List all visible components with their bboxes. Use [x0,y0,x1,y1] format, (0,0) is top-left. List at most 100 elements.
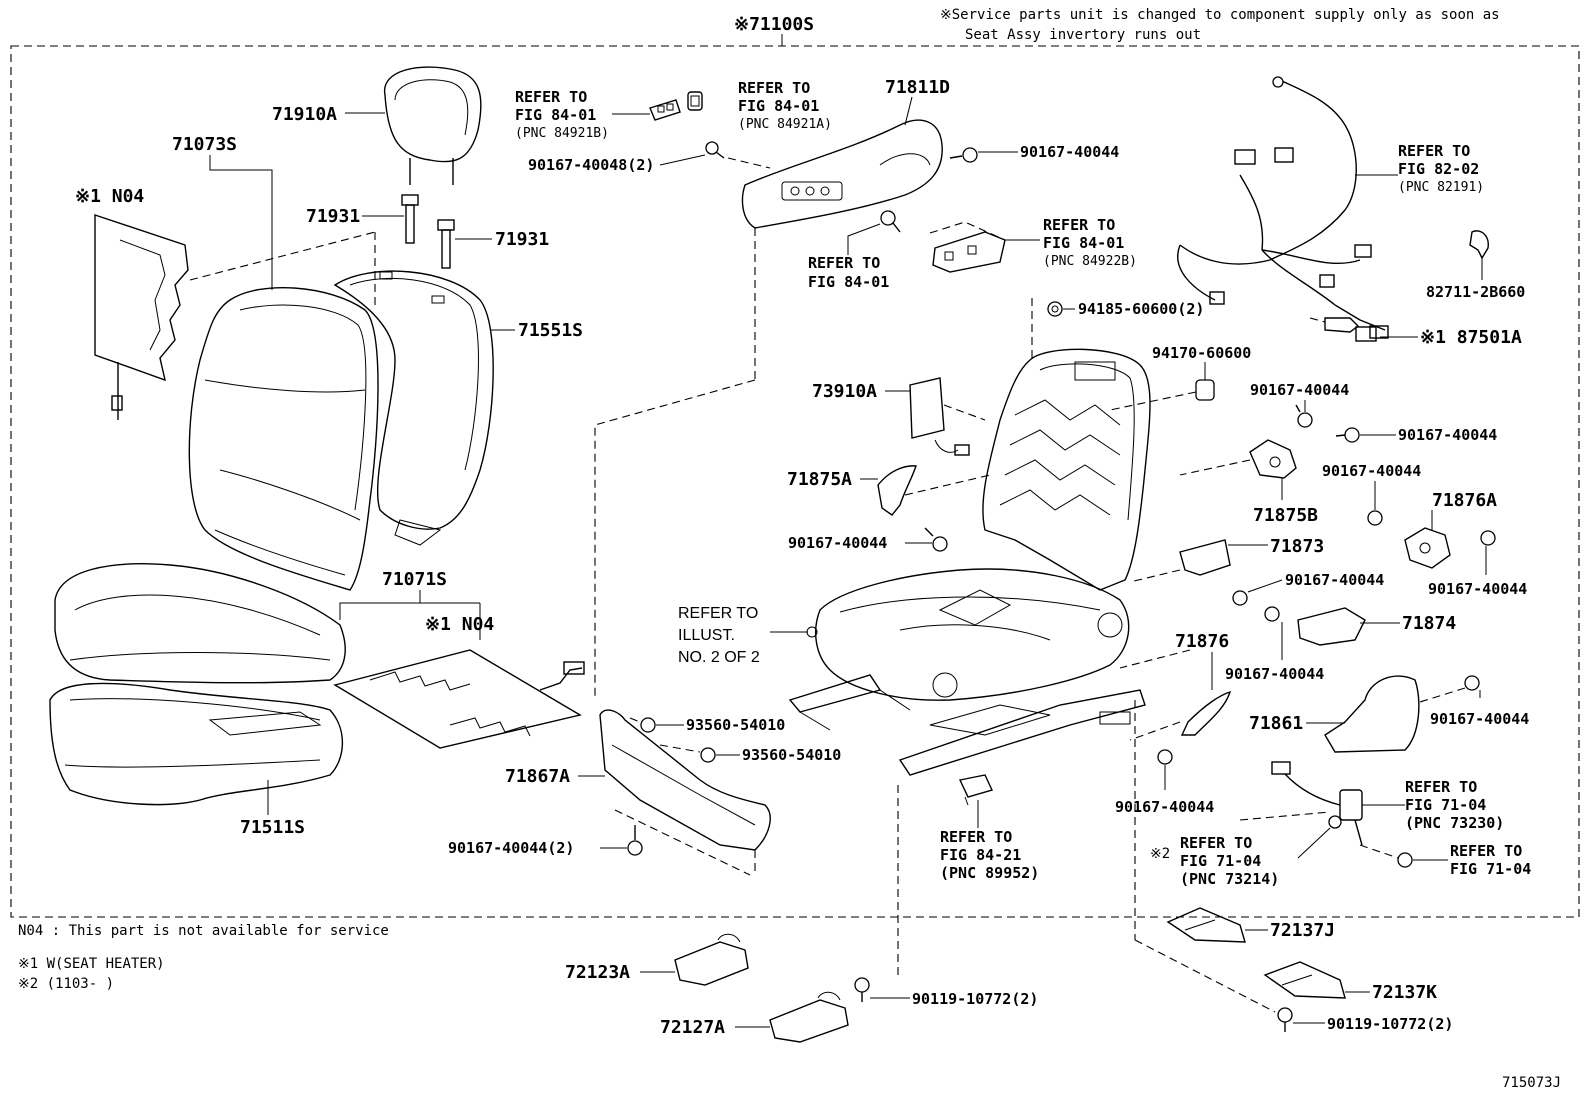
label-90167-40044-g: 90167-40044 [1285,571,1384,589]
ref-73214-l3: (PNC 73214) [1180,870,1279,888]
label-n04-upper: ※1 N04 [75,186,144,207]
label-90167-40044-e: 90167-40044 [1322,462,1421,480]
service-note-line-1: ※Service parts unit is changed to compon… [940,7,1500,23]
label-90167-40044-b: 90167-40044 [1250,381,1349,399]
ref-89952-l3: (PNC 89952) [940,864,1039,882]
cover-71875A [877,465,917,516]
label-90119-10772-a: 90119-10772(2) [912,990,1038,1008]
label-72123A: 72123A [565,962,630,983]
label-71073S: 71073S [172,134,237,155]
label-72137K: 72137K [1372,982,1437,1003]
ref-82191-l2: FIG 82-02 [1398,160,1479,178]
ref-84921a-l3: (PNC 84921A) [738,117,832,132]
ref-71-04-l2: FIG 71-04 [1450,860,1531,878]
ref-73230-l3: (PNC 73230) [1405,814,1504,832]
bolt-90119-b [1277,1007,1293,1032]
seat-heater-mat-lower [333,649,585,749]
ref-illust-l2: ILLUST. [678,627,735,644]
label-71873: 71873 [1270,536,1324,557]
headrest-part [384,66,482,185]
ref-84922b-l2: FIG 84-01 [1043,234,1124,252]
connector-89952 [958,774,993,806]
side-airbag-73910A [909,377,970,456]
label-90167-40048: 90167-40048(2) [528,156,654,174]
bolt-i-71876 [1157,749,1173,765]
ref-84921b-l2: FIG 84-01 [515,106,596,124]
label-71876A: 71876A [1432,490,1497,511]
bolt-c-71875a [924,527,948,552]
switch-84922b [932,231,1006,273]
ref-71-04-l1: REFER TO [1450,842,1522,860]
service-note-line-2: Seat Assy invertory runs out [965,27,1201,43]
ref-89952-l1: REFER TO [940,828,1012,846]
cover-72123A [674,933,749,986]
label-94170-60600: 94170-60600 [1152,344,1251,362]
bolt-40048 [705,141,725,159]
bolt-93560-a [640,717,656,733]
label-73910A: 73910A [812,381,877,402]
sensor-87501A [1324,317,1377,342]
cover-71876 [1180,690,1232,736]
cover-72137K [1263,961,1346,999]
ref-73214-l2: FIG 71-04 [1180,852,1261,870]
anchor-73214 [1328,815,1342,829]
label-93560-54010-a: 93560-54010 [686,716,785,734]
headrest-guide-parts [401,194,455,269]
label-90119-10772-b: 90119-10772(2) [1327,1015,1453,1033]
switch-84921b [649,99,681,121]
cushion-cover-part [54,563,346,684]
ref-84922b-l1: REFER TO [1043,216,1115,234]
label-71875A: 71875A [787,469,852,490]
ref-illust-l3: NO. 2 OF 2 [678,649,760,666]
bolt-shield-a [949,147,978,163]
ref-84921b-l1: REFER TO [515,88,587,106]
bolt-g [1232,590,1248,606]
cover-71873 [1179,539,1231,576]
label-71511S: 71511S [240,817,305,838]
label-71910A: 71910A [272,104,337,125]
cover-72127A [769,991,849,1043]
ref-84-01-l1: REFER TO [808,254,880,272]
cover-72137J [1166,907,1246,943]
label-72127A: 72127A [660,1017,725,1038]
ref-84921b-l3: (PNC 84921B) [515,126,609,141]
label-71867A: 71867A [505,766,570,787]
ref-82191-l3: (PNC 82191) [1398,180,1484,195]
cover-71876A [1404,527,1451,569]
bolt-shield-b [880,210,901,233]
label-90167-40044-d: 90167-40044 [1398,426,1497,444]
cover-71875B [1249,439,1297,479]
switch-84921a [687,91,703,111]
figure-id: 715073J [1502,1075,1561,1091]
ref-73214-mark: ※2 [1150,846,1170,862]
assembly-frame [10,45,1580,918]
bolt-71861 [1464,675,1480,691]
ref-84921a-l1: REFER TO [738,79,810,97]
bolt-e [1367,510,1383,526]
ref-89952-l2: FIG 84-21 [940,846,1021,864]
label-71071S: 71071S [382,569,447,590]
clip-82711 [1469,230,1489,260]
ref-73230-l2: FIG 71-04 [1405,796,1486,814]
label-90167-40044-f: 90167-40044 [1428,580,1527,598]
nut-94170 [1195,379,1215,401]
wire-harness-82191 [1177,76,1389,339]
assembly-label: ※71100S [734,14,814,35]
label-71931-b: 71931 [495,229,549,250]
label-90167-40044-i: 90167-40044 [1115,798,1214,816]
bolt-d [1335,427,1360,443]
ref-82191-l1: REFER TO [1398,142,1470,160]
label-93560-54010-b: 93560-54010 [742,746,841,764]
bolt-93560-b [700,747,716,763]
label-n04-lower: ※1 N04 [425,614,494,635]
seat-heater-mat-upper [94,214,189,420]
label-90167-40044-j: 90167-40044 [1430,710,1529,728]
bolt-90119-a [854,977,870,1002]
label-72137J: 72137J [1270,920,1335,941]
ref-84921a-l2: FIG 84-01 [738,97,819,115]
footnote-s2: ※2 (1103- ) [18,976,114,992]
label-90167-40044-h: 90167-40044 [1225,665,1324,683]
label-87501A: ※1 87501A [1420,327,1522,348]
nut-71-04 [1397,852,1413,868]
